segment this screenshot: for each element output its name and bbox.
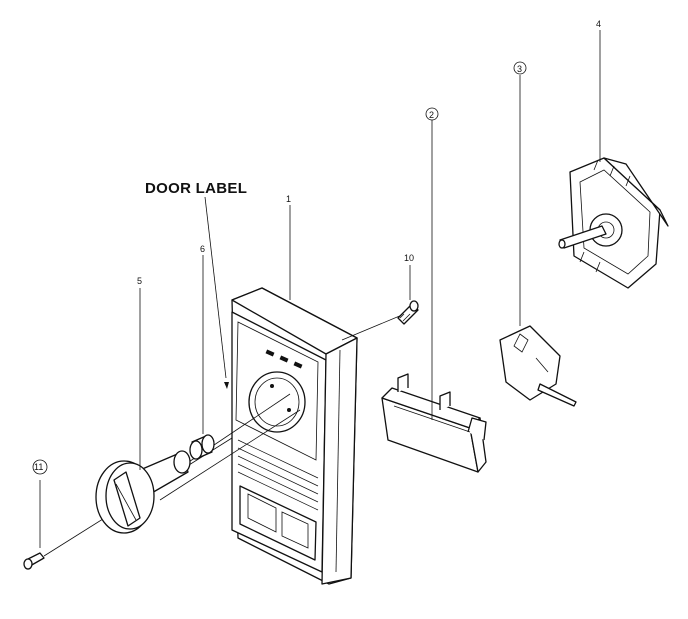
lower-opening bbox=[239, 485, 317, 561]
part-6-label: 6 bbox=[200, 244, 205, 254]
timer-motor: 4 bbox=[558, 19, 669, 289]
mounting-bracket: 2 bbox=[381, 107, 487, 473]
part-10-label: 10 bbox=[404, 253, 414, 263]
bushing: 6 bbox=[189, 244, 215, 460]
part-5-label: 5 bbox=[137, 276, 142, 286]
switch: 3 bbox=[499, 61, 577, 407]
knob-grip bbox=[113, 471, 141, 527]
door-label-callout: DOOR LABEL bbox=[145, 180, 247, 389]
part-4-label: 4 bbox=[596, 19, 601, 29]
louver-lines bbox=[237, 439, 319, 511]
screw-10: 10 bbox=[397, 253, 419, 325]
part-11-label: 11 bbox=[34, 462, 43, 472]
indicator-marks bbox=[265, 349, 303, 369]
part-2-label: 2 bbox=[429, 110, 434, 120]
part-3-label: 3 bbox=[517, 64, 522, 74]
control-panel-housing: 1 bbox=[231, 194, 358, 585]
screw-11: 11 bbox=[23, 459, 48, 570]
knob-hole bbox=[248, 371, 306, 433]
part-1-label: 1 bbox=[286, 194, 291, 204]
switch-lever bbox=[537, 383, 577, 407]
door-label-text: DOOR LABEL bbox=[145, 180, 247, 197]
control-knob: 5 bbox=[95, 276, 191, 534]
